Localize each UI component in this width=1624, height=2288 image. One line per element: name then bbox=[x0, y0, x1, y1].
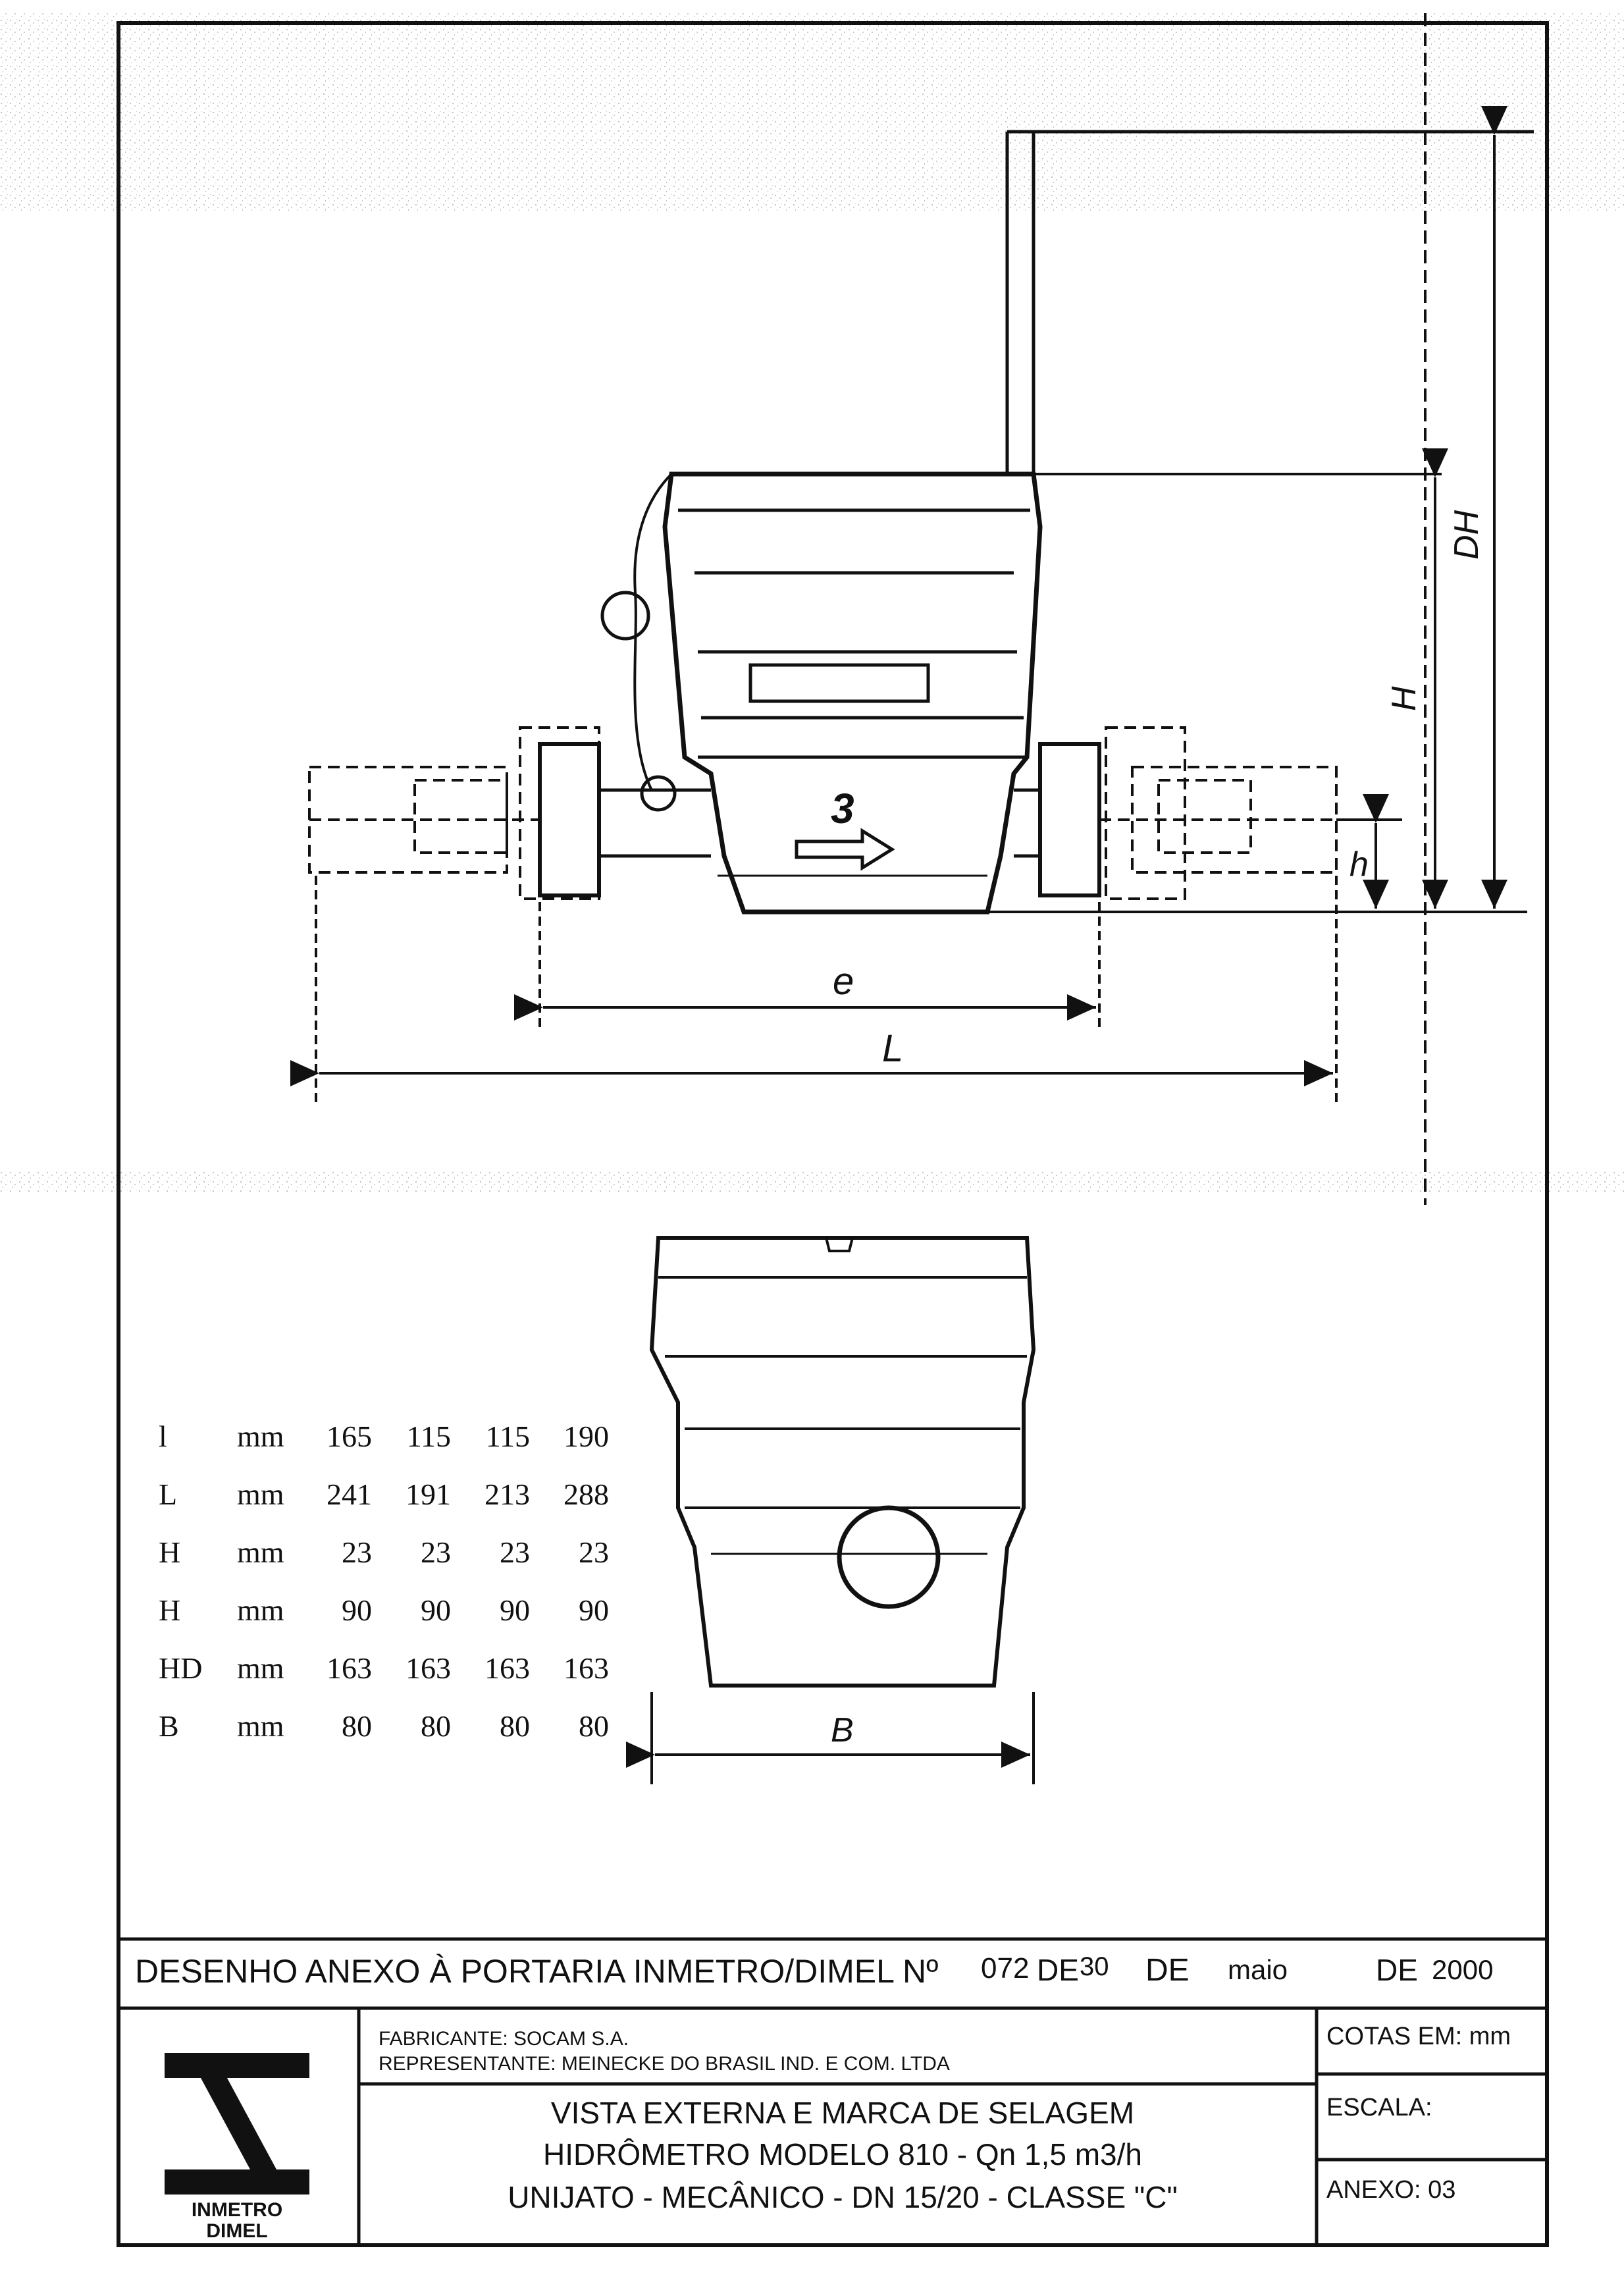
row-unit: mm bbox=[237, 1420, 284, 1453]
row-value: 80 bbox=[342, 1709, 372, 1743]
portaria-de-label: DE bbox=[1376, 1953, 1418, 1987]
dimension-label-DH: DH bbox=[1448, 510, 1486, 560]
dimension-label-h: h bbox=[1349, 845, 1369, 884]
dimension-label-B: B bbox=[831, 1711, 854, 1749]
table-row: H mm 23 23 23 23 bbox=[148, 1535, 622, 1574]
portaria-day: 30 bbox=[1080, 1952, 1109, 1981]
fabricante-text: FABRICANTE: SOCAM S.A. bbox=[379, 2028, 629, 2050]
drawing-title-line-1: VISTA EXTERNA E MARCA DE SELAGEM bbox=[550, 2096, 1135, 2130]
row-value: 163 bbox=[563, 1651, 609, 1685]
row-unit: mm bbox=[237, 1651, 284, 1685]
portaria-month: maio bbox=[1228, 1954, 1288, 1985]
dimension-label-e: e bbox=[833, 960, 854, 1003]
side-view bbox=[649, 1236, 1036, 1688]
row-value: 90 bbox=[342, 1593, 372, 1627]
table-row: l mm 165 115 115 190 bbox=[148, 1419, 622, 1458]
row-symbol: l bbox=[159, 1420, 167, 1453]
row-value: 23 bbox=[500, 1535, 530, 1569]
row-value: 80 bbox=[500, 1709, 530, 1743]
row-unit: mm bbox=[237, 1709, 284, 1743]
row-value: 165 bbox=[327, 1420, 372, 1453]
row-value: 115 bbox=[485, 1420, 530, 1453]
row-value: 23 bbox=[342, 1535, 372, 1569]
dimension-label-H: H bbox=[1385, 686, 1423, 711]
flow-direction-arrow bbox=[795, 828, 895, 871]
front-view bbox=[308, 130, 1534, 915]
row-value: 80 bbox=[421, 1709, 451, 1743]
row-symbol: H bbox=[159, 1593, 181, 1627]
row-symbol: HD bbox=[159, 1651, 203, 1685]
row-value: 90 bbox=[421, 1593, 451, 1627]
escala-label: ESCALA: bbox=[1326, 2094, 1432, 2121]
table-row: L mm 241 191 213 288 bbox=[148, 1477, 622, 1516]
row-value: 213 bbox=[485, 1477, 530, 1511]
scan-noise-band bbox=[0, 1172, 1624, 1192]
row-value: 90 bbox=[500, 1593, 530, 1627]
portaria-de-label: DE bbox=[1145, 1953, 1190, 1988]
scan-noise-top bbox=[0, 13, 1624, 211]
representante-text: REPRESENTANTE: MEINECKE DO BRASIL IND. E… bbox=[379, 2053, 950, 2075]
row-value: 241 bbox=[327, 1477, 372, 1511]
row-value: 190 bbox=[563, 1420, 609, 1453]
drawing-title-line-2: HIDRÔMETRO MODELO 810 - Qn 1,5 m3/h bbox=[542, 2137, 1142, 2171]
row-symbol: L bbox=[159, 1477, 178, 1511]
portaria-year: 2000 bbox=[1432, 1954, 1494, 1985]
flow-arrow-number: 3 bbox=[831, 785, 854, 832]
row-value: 288 bbox=[563, 1477, 609, 1511]
dimension-label-L: L bbox=[882, 1027, 903, 1070]
row-value: 23 bbox=[579, 1535, 609, 1569]
table-row: H mm 90 90 90 90 bbox=[148, 1593, 622, 1632]
title-block-frame bbox=[118, 1937, 1547, 2245]
table-row: HD mm 163 163 163 163 bbox=[148, 1651, 622, 1690]
sheet-border bbox=[117, 21, 1549, 2247]
row-unit: mm bbox=[237, 1477, 284, 1511]
inmetro-logo bbox=[165, 2053, 309, 2195]
row-value: 163 bbox=[406, 1651, 451, 1685]
row-value: 90 bbox=[579, 1593, 609, 1627]
row-value: 23 bbox=[421, 1535, 451, 1569]
row-value: 80 bbox=[579, 1709, 609, 1743]
drawing-title-line-3: UNIJATO - MECÂNICO - DN 15/20 - CLASSE "… bbox=[508, 2180, 1178, 2214]
portaria-header: DESENHO ANEXO À PORTARIA INMETRO/DIMEL N… bbox=[135, 1953, 939, 1990]
portaria-number: 072 bbox=[981, 1952, 1030, 1984]
inmetro-logo-text: INMETRO bbox=[191, 2199, 283, 2221]
anexo-label: ANEXO: 03 bbox=[1326, 2176, 1456, 2204]
row-value: 163 bbox=[485, 1651, 530, 1685]
cotas-label: COTAS EM: mm bbox=[1326, 2023, 1511, 2050]
dimel-logo-text: DIMEL bbox=[206, 2220, 268, 2242]
row-symbol: B bbox=[159, 1709, 179, 1743]
row-unit: mm bbox=[237, 1593, 284, 1627]
portaria-de-label: DE bbox=[1037, 1953, 1079, 1987]
row-unit: mm bbox=[237, 1535, 284, 1569]
row-value: 163 bbox=[327, 1651, 372, 1685]
front-view-dimension-lines bbox=[290, 13, 1527, 1205]
table-row: B mm 80 80 80 80 bbox=[148, 1709, 622, 1748]
side-view-dimension bbox=[626, 1692, 1035, 1784]
row-value: 115 bbox=[406, 1420, 451, 1453]
row-symbol: H bbox=[159, 1535, 181, 1569]
row-value: 191 bbox=[406, 1477, 451, 1511]
